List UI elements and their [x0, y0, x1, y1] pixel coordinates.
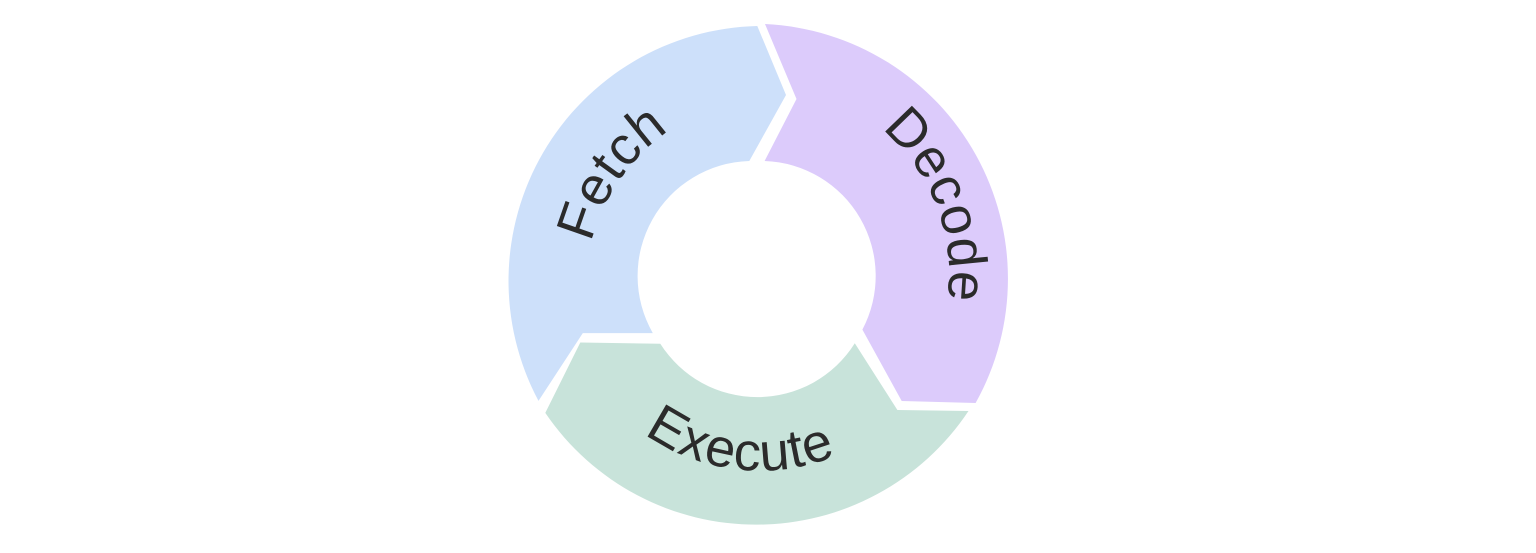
execute-segment — [545, 342, 969, 525]
decode-segment — [764, 24, 1008, 403]
fetch-segment — [508, 26, 786, 401]
